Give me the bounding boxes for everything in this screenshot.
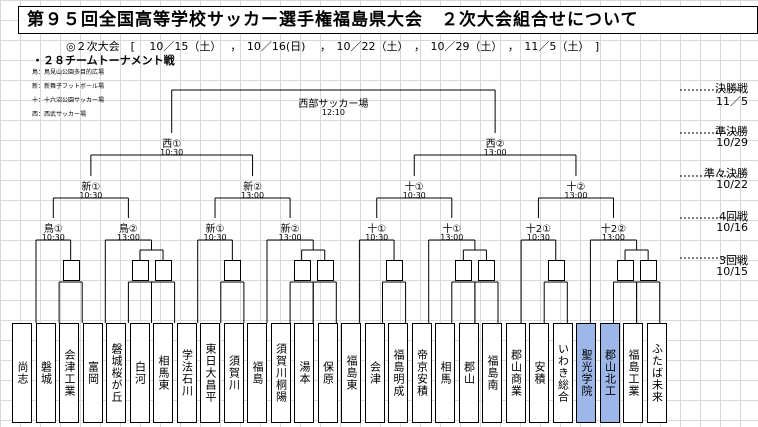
round4-venue: 鳥① [43, 224, 63, 235]
round-date: 10/22 [716, 178, 748, 191]
round-name: 3回戦 [719, 254, 748, 267]
round4-time: 10:30 [41, 233, 65, 242]
round4-time: 10:30 [203, 233, 227, 242]
round4-venue: 十2① [525, 224, 552, 235]
round3-match-box [640, 260, 658, 281]
venue-legend-item: 鳥：鳥見山公園多目的広場 [32, 69, 105, 76]
team-cell: 磐城 [35, 323, 56, 423]
round4-venue: 十① [367, 224, 387, 235]
team-cell: 富岡 [82, 323, 103, 423]
round4-venue: 新① [205, 224, 225, 235]
quarter-venue: 十② [566, 182, 586, 193]
round-date: 11／5 [716, 95, 748, 108]
round-name: 準々決勝 [704, 167, 748, 180]
quarter-time: 13:00 [241, 191, 265, 200]
quarter-time: 13:00 [564, 191, 588, 200]
venue-legend-item: 十：十六沼公園サッカー場 [32, 97, 105, 104]
team-cell: 福島東 [341, 323, 361, 423]
round-name: 決勝戦 [715, 82, 748, 95]
round4-time: 13:00 [601, 233, 626, 242]
round4-time: 13:00 [278, 233, 302, 242]
round4-time: 13:00 [116, 233, 140, 242]
semi-venue: 西② [485, 139, 505, 150]
venue-legend-item: 新：新舞子フットボール場 [32, 83, 105, 90]
round3-match-box [316, 260, 334, 281]
format-line: ・２８チームトーナメント戦 [32, 54, 175, 67]
semi-time: 13:00 [483, 148, 507, 157]
round3-match-box [547, 260, 565, 281]
final-time: 12:10 [321, 108, 345, 117]
round3-match-box [386, 260, 404, 281]
venue-legend-item: 西：西武サッカー場 [32, 111, 87, 118]
round3-match-box [62, 260, 80, 281]
team-cell: 須賀川桐陽 [270, 323, 291, 423]
quarter-time: 10:30 [79, 191, 103, 200]
team-cell: 学法石川 [176, 323, 197, 423]
round3-match-box [224, 260, 242, 281]
round-date: 10/16 [716, 221, 748, 234]
round3-match-box [455, 260, 473, 281]
round-date: 10/29 [716, 136, 748, 149]
round4-time: 10:30 [526, 233, 550, 242]
round3-match-box [155, 260, 173, 281]
team-cell: 福島工業 [623, 323, 643, 423]
quarter-venue: 新② [243, 182, 263, 193]
team-cell: 聖光学院 [576, 323, 596, 423]
team-cell: ふたば未来 [646, 323, 667, 423]
team-cell: 会津工業 [59, 323, 79, 423]
round3-match-box [478, 260, 496, 281]
round4-venue: 十① [442, 224, 462, 235]
team-cell: 白河 [129, 323, 150, 423]
team-cell: 郡山商業 [505, 323, 526, 423]
team-cell: 郡山 [458, 323, 479, 423]
round4-time: 10:30 [365, 233, 389, 242]
round4-time: 13:00 [440, 233, 464, 242]
round-name: 準決勝 [715, 125, 748, 138]
quarter-time: 10:30 [402, 191, 426, 200]
team-cell: 安積 [529, 323, 549, 423]
team-cell: 東日大昌平 [200, 323, 220, 423]
final-venue: 西部サッカー場 [298, 99, 369, 110]
round3-match-box [131, 260, 149, 281]
team-cell: 相馬東 [153, 323, 173, 423]
team-cell: 福島南 [482, 323, 502, 423]
round-date: 10/15 [716, 265, 748, 278]
semi-venue: 西① [162, 139, 182, 150]
team-cell: 郡山北工 [599, 323, 620, 423]
semi-time: 10:30 [160, 148, 184, 157]
team-cell: いわき総合 [552, 323, 573, 423]
quarter-venue: 十① [404, 182, 424, 193]
round3-match-box [617, 260, 635, 281]
team-cell: 湯本 [294, 323, 314, 423]
team-cell: 磐城桜が丘 [106, 323, 126, 423]
round4-venue: 新② [280, 224, 300, 235]
team-cell: 福島 [247, 323, 267, 423]
team-cell: 帝京安積 [411, 323, 432, 423]
quarter-venue: 新① [81, 182, 101, 193]
round4-venue: 鳥② [118, 224, 138, 235]
team-cell: 会津 [364, 323, 385, 423]
team-cell: 須賀川 [223, 323, 244, 423]
round-name: 4回戦 [719, 210, 748, 223]
team-cell: 福島明成 [388, 323, 408, 423]
team-cell: 相馬 [435, 323, 455, 423]
round3-match-box [293, 260, 311, 281]
round4-venue: 十2② [600, 224, 627, 235]
page-title: 第９５回全国高等学校サッカー選手権福島県大会 ２次大会組合せについて [18, 6, 758, 34]
team-cell: 尚志 [12, 323, 32, 423]
schedule-line: ◎２次大会 [ 10／15（土） ， 10／16(日) ， 10／22（土） ，… [66, 40, 600, 53]
team-cell: 保原 [317, 323, 338, 423]
